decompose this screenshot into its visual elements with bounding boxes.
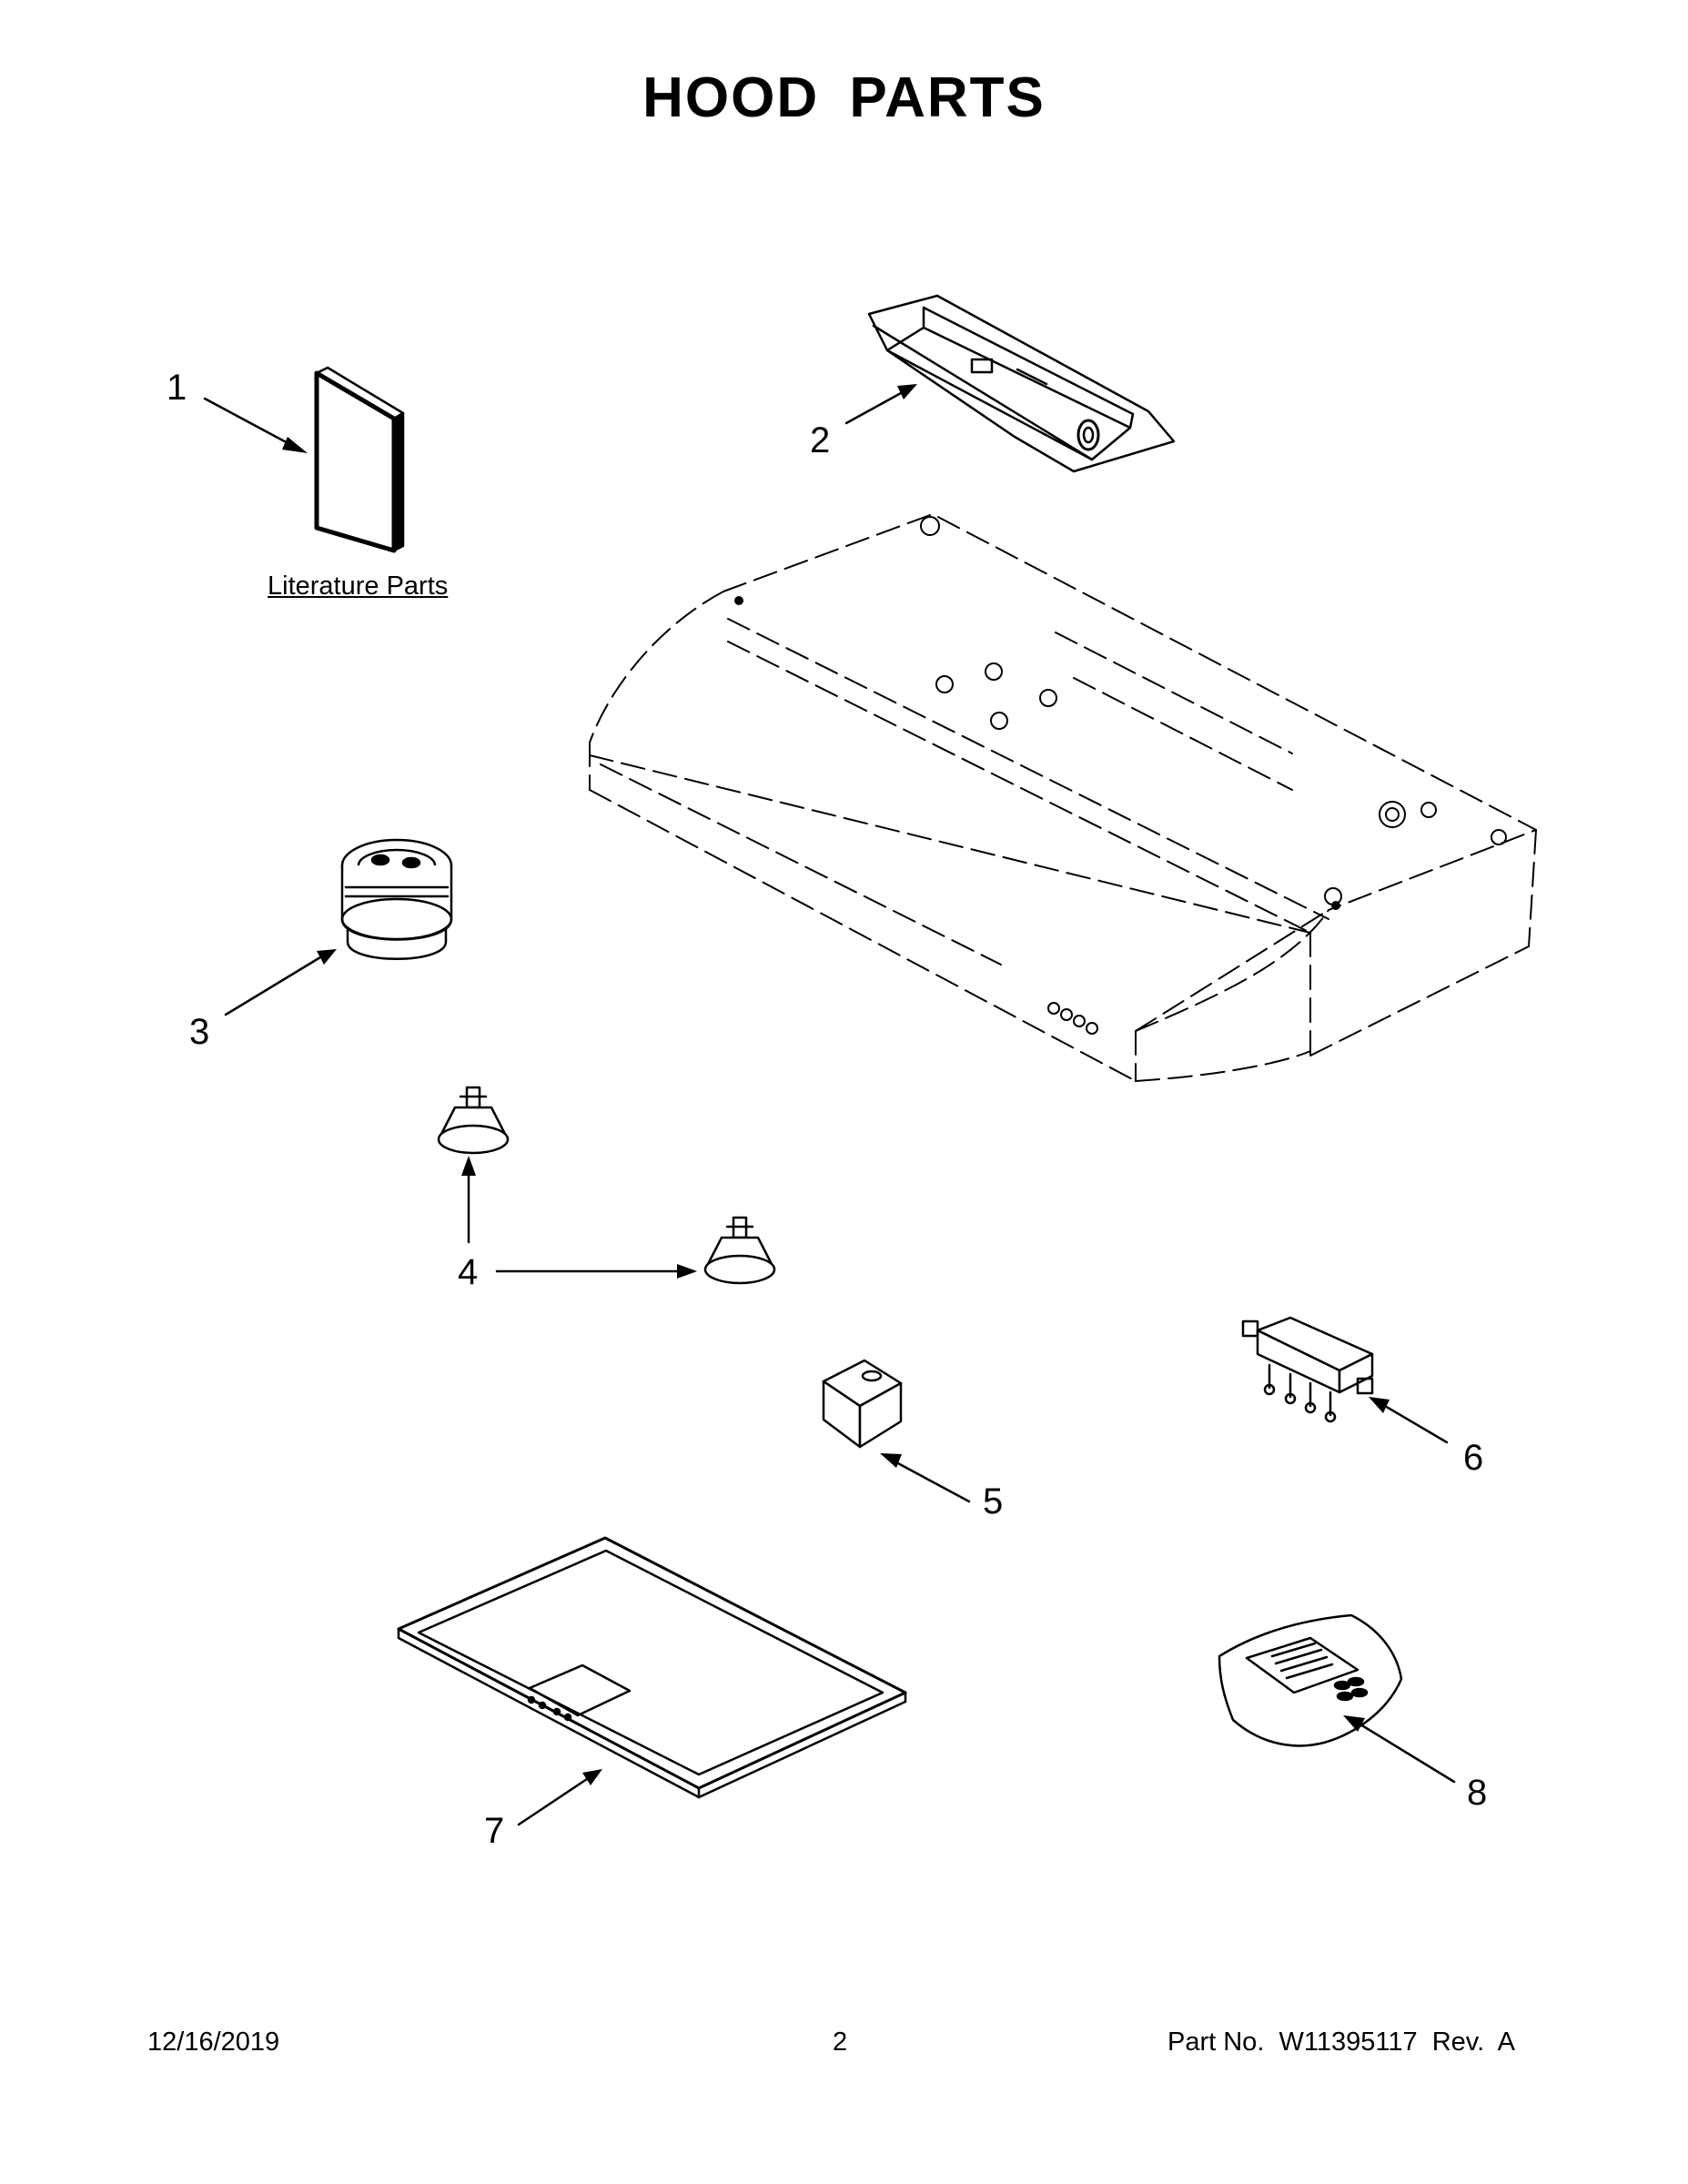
footer-page-number: 2	[833, 2027, 848, 2057]
callout-1: 1	[167, 368, 187, 408]
halogen-bulb-part-4b[interactable]	[703, 1216, 776, 1285]
callout-3: 3	[189, 1012, 210, 1052]
literature-parts-link[interactable]: Literature Parts	[268, 571, 449, 601]
callout-4: 4	[458, 1252, 479, 1292]
callout-5: 5	[983, 1481, 1004, 1522]
footer-date: 12/16/2019	[147, 2027, 280, 2057]
halogen-bulb-part-4a[interactable]	[437, 1086, 510, 1155]
blower-motor-part-3[interactable]	[340, 838, 453, 960]
range-hood-body	[589, 513, 1537, 1082]
callout-6: 6	[1463, 1438, 1484, 1478]
literature-booklet-part-1[interactable]	[314, 366, 405, 553]
callout-2: 2	[810, 420, 831, 460]
leader-arrows	[203, 384, 1456, 1826]
page-title: HOOD PARTS	[642, 66, 1046, 129]
footer-part-number: Part No. W11395117 Rev. A	[1167, 2027, 1516, 2057]
hood-body-details	[734, 516, 1507, 1035]
control-switch-part-6[interactable]	[1241, 1316, 1374, 1423]
filter-packet-part-8[interactable]	[1218, 1613, 1403, 1747]
damper-duct-part-2[interactable]	[867, 294, 1176, 473]
callout-7: 7	[484, 1811, 505, 1851]
callout-8: 8	[1467, 1773, 1488, 1813]
capacitor-part-5[interactable]	[822, 1359, 903, 1449]
grease-filter-part-7[interactable]	[397, 1536, 907, 1799]
